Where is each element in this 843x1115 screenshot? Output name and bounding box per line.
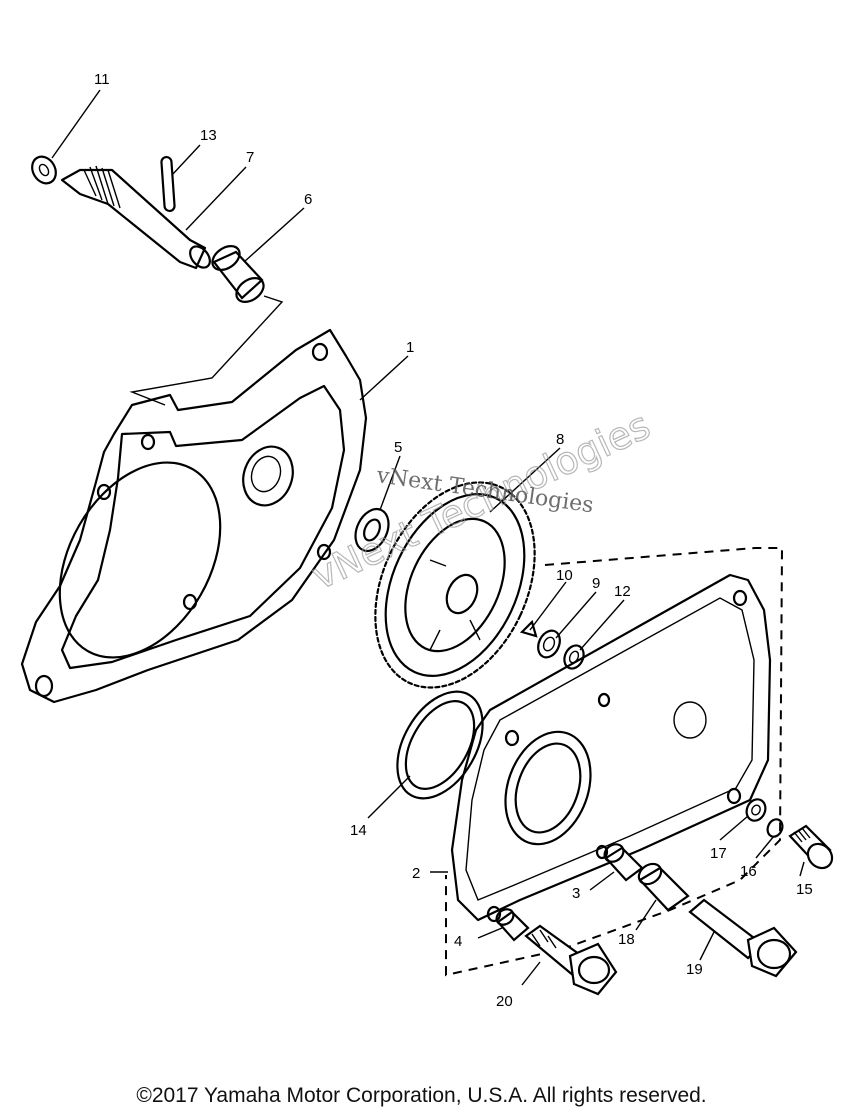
part-10-washer bbox=[519, 619, 538, 638]
part-2-rear-cover bbox=[445, 547, 784, 977]
part-14-o-ring bbox=[396, 690, 484, 800]
part-17-washer bbox=[745, 798, 767, 822]
part-6-bushing bbox=[211, 245, 265, 303]
assembly-leader-line bbox=[129, 295, 284, 406]
callout-6: 6 bbox=[304, 191, 312, 208]
part-7-worm-shaft bbox=[60, 165, 211, 270]
part-1-gear-cover bbox=[20, 328, 368, 704]
callout-15: 15 bbox=[796, 881, 813, 898]
callout-17: 17 bbox=[710, 845, 727, 862]
part-9-washer bbox=[537, 629, 561, 659]
callout-14: 14 bbox=[350, 822, 367, 839]
callout-2: 2 bbox=[412, 865, 420, 882]
part-4-dowel bbox=[495, 908, 530, 942]
copyright-notice: ©2017 Yamaha Motor Corporation, U.S.A. A… bbox=[136, 1084, 707, 1107]
part-3-dowel bbox=[603, 843, 644, 882]
callout-18: 18 bbox=[618, 931, 635, 948]
part-16-lock-washer bbox=[766, 818, 784, 838]
callout-5: 5 bbox=[394, 439, 402, 456]
callout-4: 4 bbox=[454, 933, 462, 950]
part-18-bushing bbox=[637, 862, 690, 912]
part-19-bolt bbox=[688, 898, 798, 978]
part-5-bearing bbox=[354, 507, 390, 553]
callout-8: 8 bbox=[556, 431, 564, 448]
part-20-flange-bolt bbox=[524, 924, 618, 996]
part-13-pin bbox=[160, 155, 176, 213]
leader-lines bbox=[51, 89, 805, 986]
callout-16: 16 bbox=[740, 863, 757, 880]
callout-9: 9 bbox=[592, 575, 600, 592]
part-12-washer bbox=[563, 644, 585, 670]
callout-19: 19 bbox=[686, 961, 703, 978]
exploded-parts-diagram: 11 13 7 6 1 5 8 10 9 12 14 2 3 4 18 19 2… bbox=[20, 71, 834, 1010]
part-11-circlip bbox=[31, 155, 57, 185]
callout-20: 20 bbox=[496, 993, 513, 1010]
part-8-gear bbox=[374, 481, 536, 689]
callout-10: 10 bbox=[556, 567, 573, 584]
callout-1: 1 bbox=[406, 339, 414, 356]
callout-7: 7 bbox=[246, 149, 254, 166]
callout-11: 11 bbox=[94, 71, 110, 88]
callout-12: 12 bbox=[614, 583, 631, 600]
callout-3: 3 bbox=[572, 885, 580, 902]
callout-13: 13 bbox=[200, 127, 217, 144]
part-15-screw bbox=[788, 824, 834, 870]
